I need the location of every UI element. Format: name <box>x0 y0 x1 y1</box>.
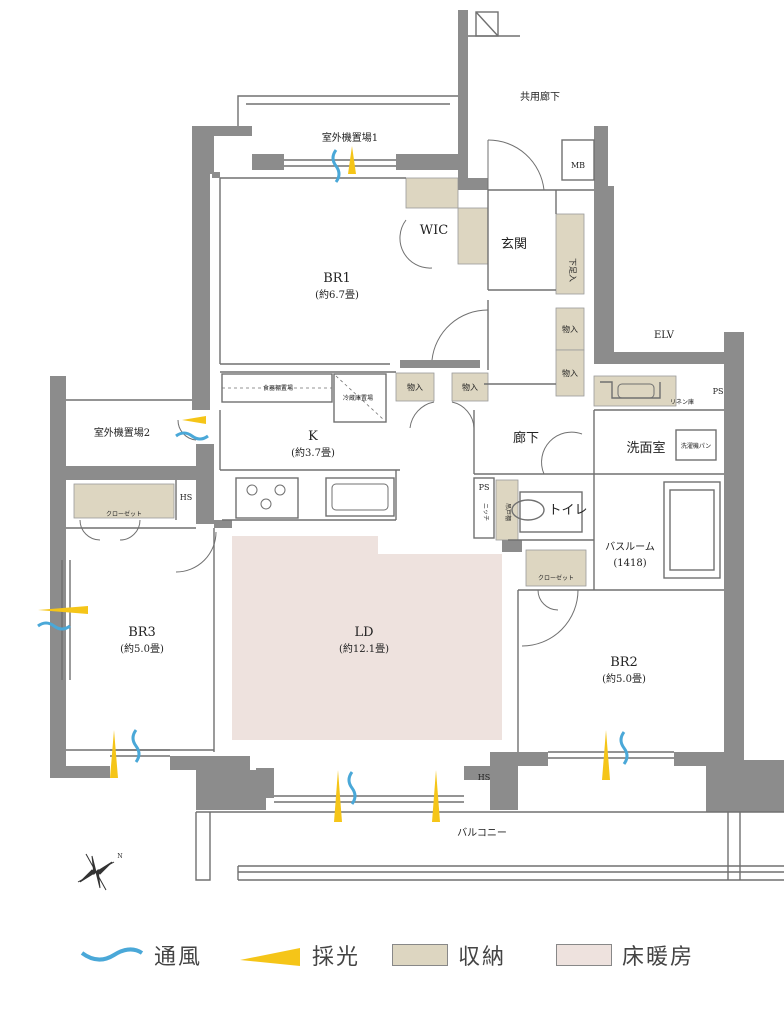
area-labels: 共用廊下 室外機置場1 室外機置場2 バルコニー ELV MB PS PS HS… <box>94 90 724 860</box>
toilet-shuno-label: 吊戸棚 <box>504 503 512 521</box>
ld-name: LD <box>354 625 373 640</box>
wic-label: WIC <box>420 223 448 238</box>
shitsugaiki2-label: 室外機置場2 <box>94 426 150 439</box>
shitsugaiki1-label: 室外機置場1 <box>322 131 378 144</box>
walls <box>50 10 784 812</box>
k-name: K <box>308 429 318 444</box>
hs1-label: HS <box>180 493 192 502</box>
mb-label: MB <box>571 161 585 170</box>
ld-floor-heating <box>232 536 502 740</box>
elv-label: ELV <box>654 330 675 341</box>
rouka-label: 廊下 <box>513 430 539 446</box>
senmen-label: 洗面室 <box>626 440 665 456</box>
reizoko-label: 冷蔵庫置場 <box>343 394 373 402</box>
legend-item-floor-heating: 床暖房 <box>556 940 694 970</box>
legend-item-light: 採光 <box>238 940 360 970</box>
nitchi-label: ニッチ <box>482 503 489 521</box>
legend-label-floor-heating: 床暖房 <box>622 945 695 970</box>
legend-label-light: 採光 <box>312 945 361 970</box>
getabako-label: 下足入 <box>568 258 577 282</box>
legend-item-wind: 通風 <box>80 940 202 970</box>
linen-label: リネン庫 <box>670 398 694 406</box>
br3-name: BR3 <box>128 625 156 640</box>
dashed-guides <box>222 375 385 421</box>
legend: 通風 採光 収納 床暖房 <box>0 930 784 980</box>
legend-label-storage: 収納 <box>458 945 507 970</box>
closet-label-br2: クローゼット <box>538 574 574 582</box>
br1-name: BR1 <box>323 271 351 286</box>
floor-heating-swatch <box>556 944 612 966</box>
room-labels: BR1 (約6.7畳) WIC 玄関 K (約3.7畳) 廊下 洗面室 トイレ … <box>120 223 665 685</box>
compass-icon <box>77 853 115 891</box>
monoire-label-1: 物入 <box>562 324 578 334</box>
ps1-label: PS <box>713 387 724 396</box>
storage-areas <box>73 177 677 587</box>
compass-n-label: N <box>117 853 122 860</box>
bath-size: (1418) <box>613 558 646 569</box>
closet-label-br3: クローゼット <box>106 510 142 518</box>
light-icon <box>240 948 300 966</box>
storage-swatch <box>392 944 448 966</box>
k-size: (約3.7畳) <box>291 446 335 459</box>
kyoyo-rouka-label: 共用廊下 <box>520 90 560 103</box>
br2-size: (約5.0畳) <box>602 672 646 685</box>
legend-item-storage: 収納 <box>392 940 506 970</box>
br3-size: (約5.0畳) <box>120 642 164 655</box>
wind-icon <box>80 947 144 962</box>
ld-size: (約12.1畳) <box>339 642 389 655</box>
kitchen-fixtures <box>246 383 655 511</box>
monoire-label-4: 物入 <box>462 382 478 392</box>
thin-lines <box>61 11 784 881</box>
toilet-label: トイレ <box>548 503 587 518</box>
shokki-label: 食器棚置場 <box>263 384 293 392</box>
monoire-label-3: 物入 <box>407 382 423 392</box>
hs2-label: HS <box>478 773 490 782</box>
ps2-label: PS <box>479 483 490 492</box>
wind-light-markers <box>36 146 629 822</box>
br1-size: (約6.7畳) <box>315 288 359 301</box>
sentakuki-label: 洗濯機パン <box>681 442 711 450</box>
bath-label: バスルーム <box>605 541 655 553</box>
genkan-label: 玄関 <box>501 237 527 252</box>
legend-label-wind: 通風 <box>154 945 203 970</box>
monoire-label-2: 物入 <box>562 368 578 378</box>
br2-name: BR2 <box>610 655 638 670</box>
door-swings <box>79 139 583 647</box>
balcony-label: バルコニー <box>457 827 507 839</box>
